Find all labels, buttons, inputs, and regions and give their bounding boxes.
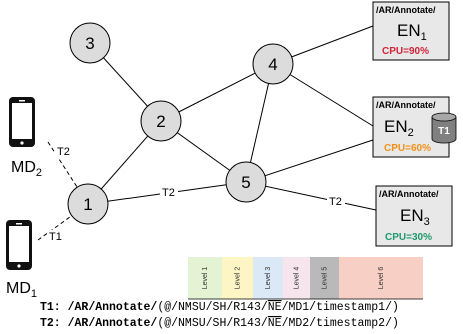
node-4: 4 <box>252 43 294 85</box>
node-3-label: 3 <box>85 34 94 53</box>
en1-label: EN1 <box>397 21 427 43</box>
edge-node-en3: /AR/Annotate/ EN3 CPU=30% <box>375 185 453 247</box>
trace-t1: T1: /AR/Annotate/(@/NMSU/SH/R143/NE/MD1/… <box>40 301 399 314</box>
en3-prefix: /AR/Annotate/ <box>379 189 439 199</box>
level-5-label: Level 5 <box>321 267 328 290</box>
edge-md2-1 <box>47 141 89 205</box>
level-1-label: Level 1 <box>202 267 209 290</box>
en2-cpu: CPU=60% <box>384 143 431 154</box>
edge-label-1-5: T2 <box>162 187 175 199</box>
node-5: 5 <box>225 161 267 203</box>
en2-prefix: /AR/Annotate/ <box>376 100 436 110</box>
mobile-device-md2: MD2 <box>9 97 42 179</box>
node-2-label: 2 <box>156 112 165 131</box>
name-levels-bar: Level 1 Level 2 Level 3 Level 4 Level 5 Level… <box>188 257 423 300</box>
en1-cpu: CPU=90% <box>382 46 429 57</box>
level-4-label: Level 4 <box>293 267 300 290</box>
node-3: 3 <box>69 22 111 64</box>
edge-5-en2 <box>245 139 374 183</box>
edge-label-5-en3: T2 <box>329 196 342 208</box>
level-5: Level 5 <box>310 257 339 299</box>
edge-2-4 <box>160 63 274 122</box>
node-1: 1 <box>67 183 109 225</box>
node-4-label: 4 <box>268 55 277 74</box>
level-3: Level 3 <box>253 257 283 299</box>
node-2: 2 <box>140 100 182 142</box>
smartphone-icon <box>6 220 32 270</box>
en3-label: EN3 <box>400 206 430 228</box>
level-1: Level 1 <box>188 257 222 299</box>
level-2: Level 2 <box>222 257 253 299</box>
level-6-label: Level 6 <box>378 267 385 290</box>
level-2-label: Level 2 <box>234 267 241 290</box>
en1-prefix: /AR/Annotate/ <box>376 5 436 15</box>
edge-label-md1: T1 <box>49 231 62 243</box>
mobile-device-md1: MD1 <box>6 220 37 300</box>
md1-label: MD1 <box>6 280 37 300</box>
database-icon: T1 <box>431 112 457 144</box>
cache-label: T1 <box>438 126 450 137</box>
md2-label: MD2 <box>11 159 42 179</box>
router-nodes: 3 2 4 5 1 <box>67 22 294 225</box>
node-1-label: 1 <box>83 195 92 214</box>
trace-lines: T1: /AR/Annotate/(@/NMSU/SH/R143/NE/MD1/… <box>40 301 399 330</box>
en2-label: EN2 <box>384 117 414 139</box>
edge-node-en1: /AR/Annotate/ EN1 CPU=90% <box>372 1 450 61</box>
smartphone-icon <box>9 97 35 147</box>
edge-label-md2: T2 <box>57 146 70 158</box>
edge-labels: T2 T1 T2 T2 <box>47 145 345 243</box>
level-4: Level 4 <box>283 257 310 299</box>
level-3-label: Level 3 <box>265 267 272 290</box>
level-6: Level 6 <box>339 257 423 299</box>
edge-5-en3 <box>245 181 377 211</box>
node-5-label: 5 <box>241 173 250 192</box>
en3-cpu: CPU=30% <box>385 232 432 243</box>
trace-t2: T2: /AR/Annotate/(@/NMSU/SH/R143/NE/MD2/… <box>40 317 399 330</box>
edge-node-en2: /AR/Annotate/ EN2 CPU=60% T1 <box>372 96 457 158</box>
